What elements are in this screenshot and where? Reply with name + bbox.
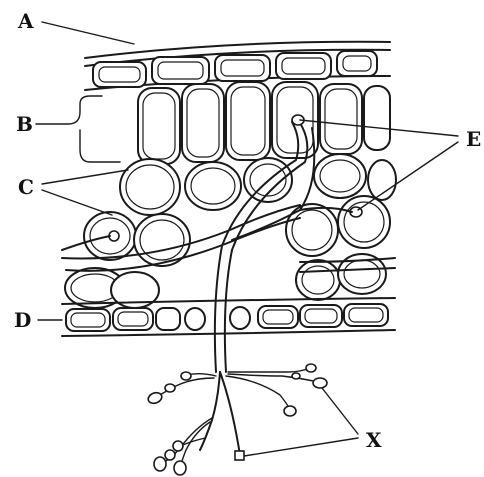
label-b: B — [16, 112, 33, 136]
label-c: C — [18, 175, 34, 199]
label-d: D — [14, 308, 31, 332]
label-e: E — [466, 127, 481, 151]
palisade-layer — [138, 82, 390, 164]
lower-epidermis — [62, 298, 395, 336]
label-a: A — [17, 9, 34, 33]
label-x: X — [366, 428, 382, 452]
